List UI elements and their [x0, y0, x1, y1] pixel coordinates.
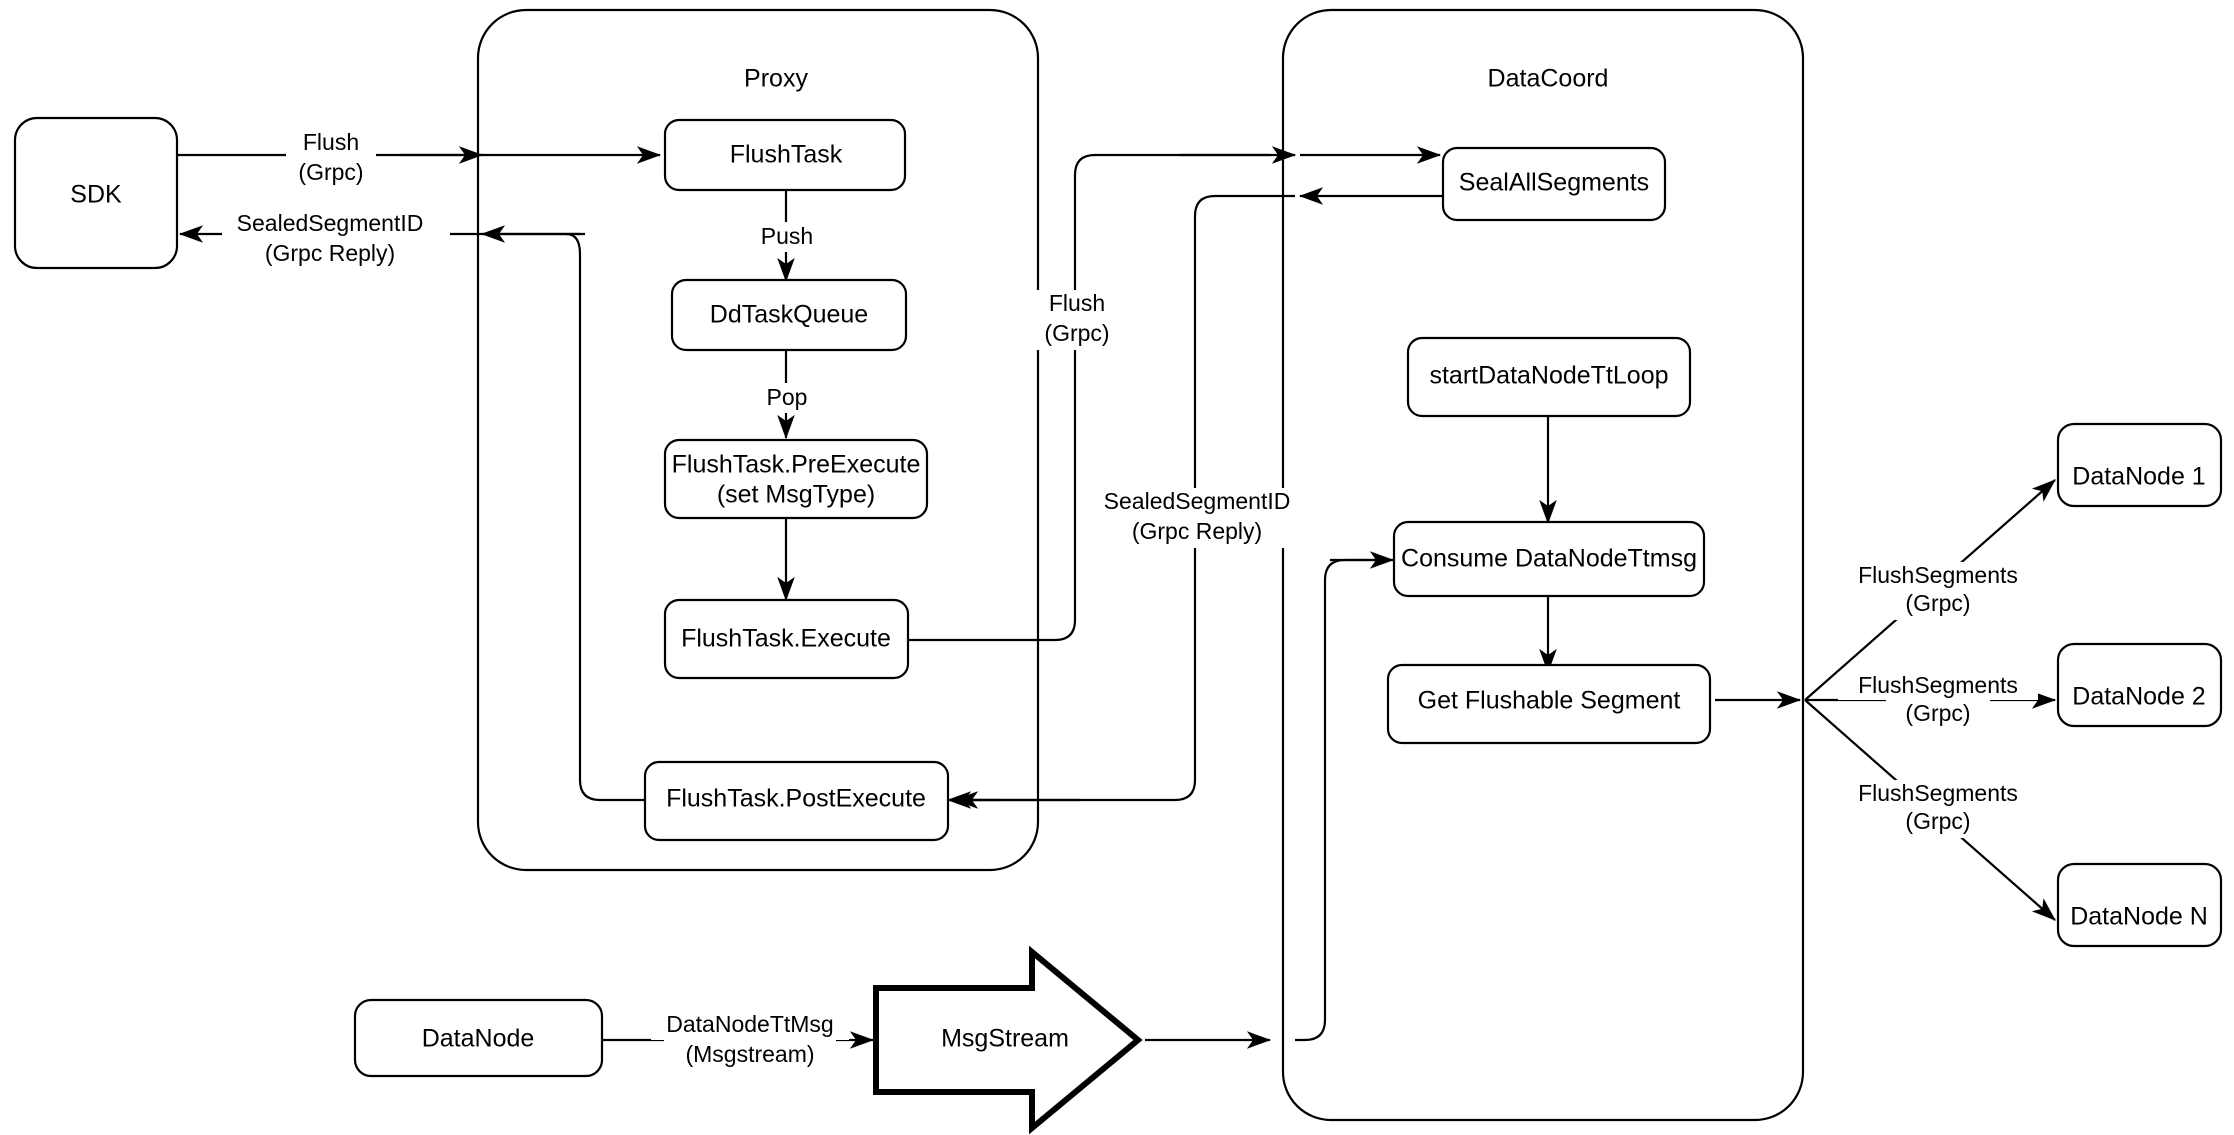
edge-label-flush-coord-line2: (Grpc) — [1044, 320, 1109, 346]
label-bg-flushsegments-2-2 — [1886, 700, 1990, 730]
label-bg-datanodettmsg-2 — [664, 1040, 836, 1070]
label-bg-flushsegments-n-1 — [1838, 780, 2038, 808]
node-get-flushable-segment[interactable] — [1386, 663, 1712, 745]
label-bg-flush-coord-2 — [1035, 320, 1119, 350]
node-sdk-label: SDK — [70, 181, 122, 209]
edge-label-flush-line1: Flush — [303, 129, 359, 155]
edge-label-datanodettmsg-line1: DataNodeTtMsg — [666, 1011, 833, 1037]
node-flushtask-execute-label: FlushTask.Execute — [681, 625, 891, 653]
node-flushtask-postexecute-label: FlushTask.PostExecute — [666, 785, 926, 813]
node-flushtask[interactable] — [663, 118, 907, 192]
label-bg-sealedsegmentid-2 — [238, 240, 428, 270]
label-bg-sealed-coord-1 — [1087, 488, 1307, 518]
node-datanode-2[interactable] — [2056, 642, 2223, 728]
label-bg-flushsegments-1-2 — [1886, 590, 1990, 620]
node-ddtaskqueue[interactable] — [670, 278, 908, 352]
container-proxy — [476, 8, 1040, 872]
edge-label-push: Push — [761, 223, 813, 249]
edge-postexecute-to-sdk-route — [565, 232, 645, 802]
edge-label-flushsegments-1-line1: FlushSegments — [1858, 562, 2018, 588]
label-bg-pop — [752, 383, 822, 413]
node-msgstream-label: MsgStream — [941, 1025, 1069, 1053]
node-get-flushable-segment-label: Get Flushable Segment — [1418, 687, 1681, 715]
node-start-datanode-tt-loop[interactable] — [1406, 336, 1692, 418]
node-datanode-source[interactable] — [353, 998, 604, 1078]
node-flushtask-execute[interactable] — [663, 598, 910, 680]
edge-label-flush-coord-line1: Flush — [1049, 290, 1105, 316]
node-datanode-1[interactable] — [2056, 422, 2223, 508]
edge-datacoord-border-to-consume-route — [1295, 558, 1380, 1042]
node-sdk[interactable] — [13, 116, 179, 270]
node-consume-datanode-ttmsg-label: Consume DataNodeTtmsg — [1401, 545, 1697, 573]
label-bg-datanodettmsg-1 — [651, 1012, 849, 1040]
container-datacoord-title: DataCoord — [1488, 65, 1609, 93]
edge-label-sealed-coord-line1: SealedSegmentID — [1104, 488, 1291, 514]
label-bg-flushsegments-1-1 — [1838, 562, 2038, 590]
node-flushtask-preexecute[interactable] — [663, 438, 929, 520]
label-bg-flush-grpc-1 — [286, 128, 376, 158]
edge-label-sealedsegmentid-line1: SealedSegmentID — [237, 210, 424, 236]
node-datanode-source-label: DataNode — [422, 1025, 535, 1053]
node-start-datanode-tt-loop-label: startDataNodeTtLoop — [1429, 362, 1668, 390]
node-flushtask-preexecute-label-line1: FlushTask.PreExecute — [672, 451, 921, 479]
node-ddtaskqueue-label: DdTaskQueue — [710, 301, 868, 329]
edge-label-flushsegments-n-line1: FlushSegments — [1858, 780, 2018, 806]
node-datanode-n-label: DataNode N — [2070, 903, 2208, 931]
edge-label-flush-line2: (Grpc) — [298, 159, 363, 185]
node-flushtask-label: FlushTask — [730, 141, 843, 169]
node-msgstream[interactable] — [873, 945, 1143, 1135]
node-consume-datanode-ttmsg[interactable] — [1392, 520, 1706, 598]
label-bg-push — [748, 222, 826, 252]
edge-label-flushsegments-1-line2: (Grpc) — [1905, 590, 1970, 616]
edge-label-flushsegments-2-line1: FlushSegments — [1858, 672, 2018, 698]
container-datacoord — [1281, 8, 1805, 1122]
node-datanode-1-label: DataNode 1 — [2072, 463, 2205, 491]
edge-label-sealedsegmentid-line2: (Grpc Reply) — [265, 240, 395, 266]
node-datanode-n[interactable] — [2056, 862, 2223, 948]
node-sealallsegments[interactable] — [1441, 146, 1667, 222]
edge-label-pop: Pop — [767, 384, 808, 410]
label-bg-flushsegments-n-2 — [1886, 808, 1990, 838]
label-bg-flush-coord-1 — [1035, 290, 1119, 320]
label-bg-flushsegments-2-1 — [1838, 672, 2038, 700]
edge-execute-to-datacoord-route — [908, 153, 1270, 642]
node-flushtask-postexecute[interactable] — [643, 760, 950, 842]
node-datanode-2-label: DataNode 2 — [2072, 683, 2205, 711]
edge-label-flushsegments-2-line2: (Grpc) — [1905, 700, 1970, 726]
edge-label-datanodettmsg-line2: (Msgstream) — [685, 1041, 814, 1067]
label-bg-sealedsegmentid-1 — [222, 210, 450, 238]
edge-label-sealed-coord-line2: (Grpc Reply) — [1132, 518, 1262, 544]
edge-label-flushsegments-n-line2: (Grpc) — [1905, 808, 1970, 834]
container-proxy-title: Proxy — [744, 65, 808, 93]
label-bg-sealed-coord-2 — [1104, 518, 1290, 548]
label-bg-flush-grpc-2 — [286, 158, 376, 188]
node-sealallsegments-label: SealAllSegments — [1459, 169, 1649, 197]
node-flushtask-preexecute-label-line2: (set MsgType) — [717, 481, 875, 509]
